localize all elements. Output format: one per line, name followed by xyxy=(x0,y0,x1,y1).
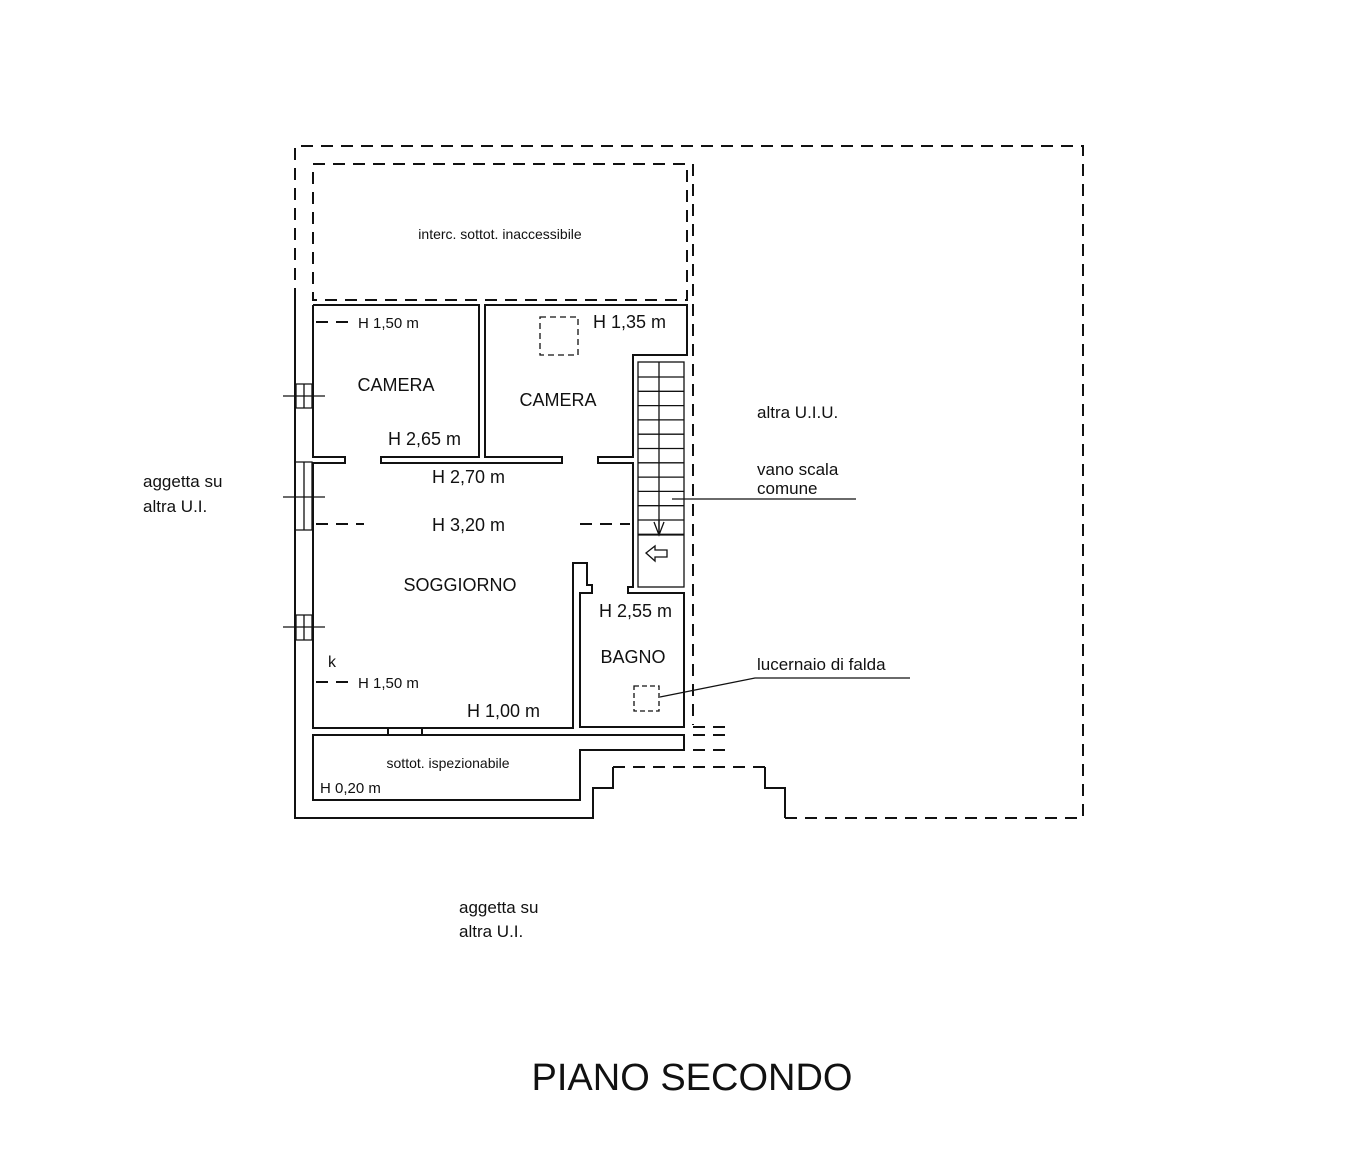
windows xyxy=(283,383,325,641)
attic-bottom-label: sottot. ispezionabile xyxy=(387,755,510,771)
height-label: H 2,70 m xyxy=(432,467,505,487)
overhang-label: aggetta su xyxy=(459,898,538,917)
height-label: H 2,55 m xyxy=(599,601,672,621)
skylight-icon xyxy=(633,685,660,712)
room-label-camera: CAMERA xyxy=(357,375,434,395)
height-label: H 1,50 m xyxy=(358,315,419,332)
outer-boundary xyxy=(294,145,1084,819)
plan-title: PIANO SECONDO xyxy=(532,1057,853,1099)
height-label: H 2,65 m xyxy=(388,429,461,449)
k-label: k xyxy=(328,654,337,671)
attic-top-label: interc. sottot. inaccessibile xyxy=(418,226,582,242)
height-label: H 3,20 m xyxy=(432,515,505,535)
height-label: H 1,35 m xyxy=(593,312,666,332)
height-label: H 1,00 m xyxy=(467,701,540,721)
height-marker xyxy=(316,321,630,683)
room-label-bagno: BAGNO xyxy=(600,647,665,667)
stair-label: vano scala xyxy=(757,460,839,479)
overhang-label: altra U.I. xyxy=(143,497,207,516)
overhang-label: aggetta su xyxy=(143,472,222,491)
stair xyxy=(637,361,685,588)
room-label-soggiorno: SOGGIORNO xyxy=(403,575,516,595)
skylight-icon xyxy=(539,316,579,356)
leader-line xyxy=(659,498,910,698)
skylight-label: lucernaio di falda xyxy=(757,655,886,674)
stair-label: comune xyxy=(757,479,817,498)
other-unit-label: altra U.I.U. xyxy=(757,403,838,422)
height-label: H 0,20 m xyxy=(320,780,381,797)
overhang-label: altra U.I. xyxy=(459,922,523,941)
height-label: H 1,50 m xyxy=(358,675,419,692)
room-label-camera: CAMERA xyxy=(519,390,596,410)
walls xyxy=(294,300,786,819)
